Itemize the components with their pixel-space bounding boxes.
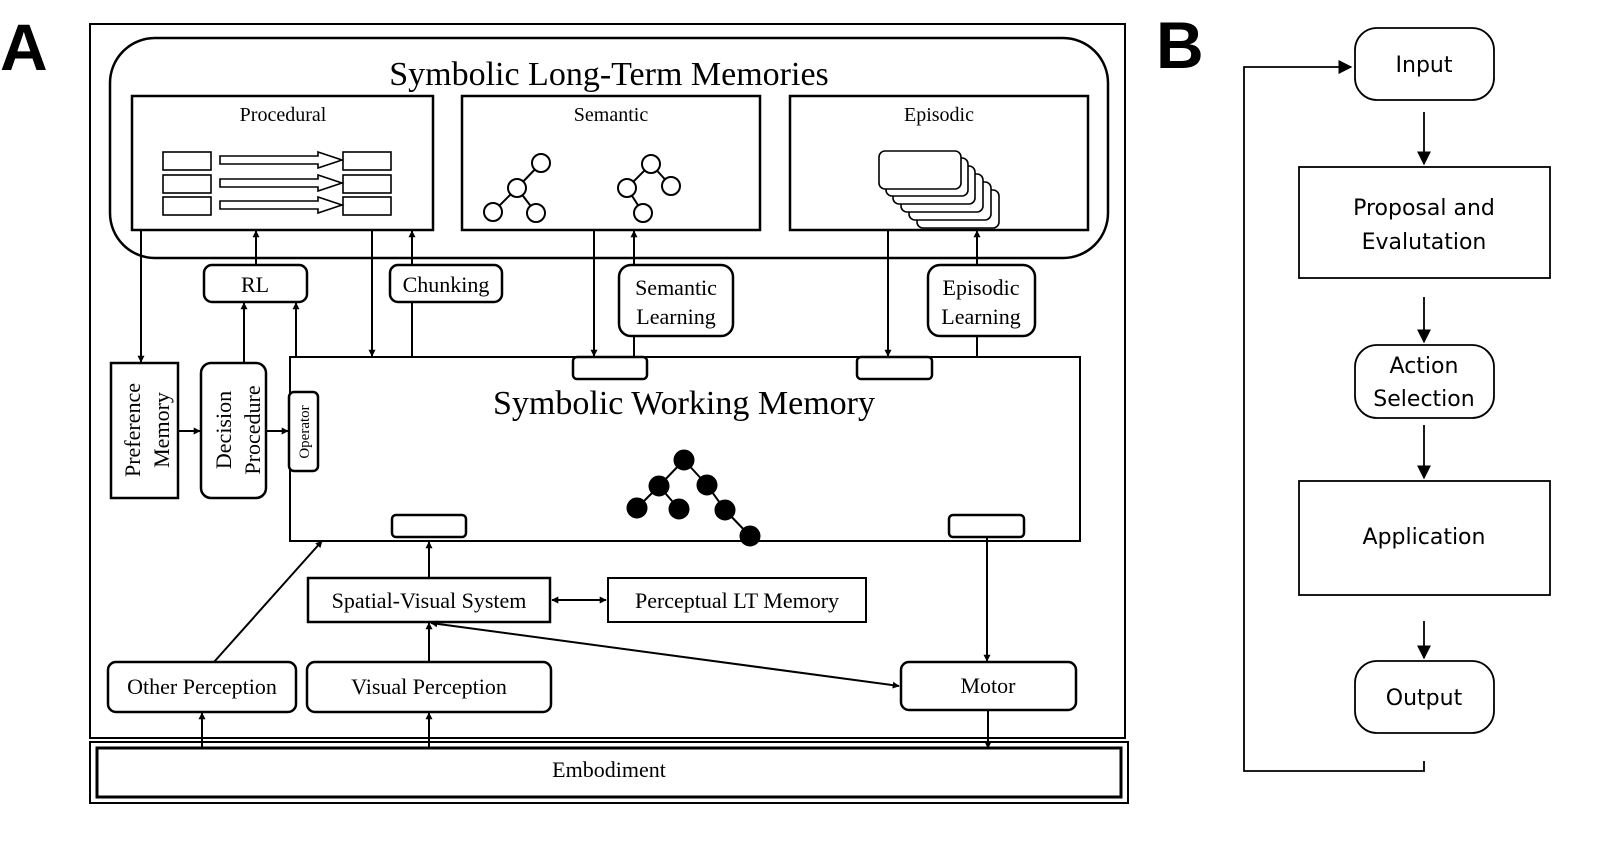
panel-a-letter: A (0, 10, 48, 84)
preference-memory-line1: Preference (120, 383, 145, 477)
episodic-label: Episodic (904, 104, 974, 126)
action-selection-box (1354, 344, 1495, 419)
spatial-visual-box (306, 576, 552, 624)
production-rules-icon (162, 150, 392, 216)
operator-box (287, 390, 320, 473)
visual-perception-label: Visual Perception (351, 674, 507, 699)
semantic-buffer (571, 355, 649, 381)
panel-b-letter: B (1156, 8, 1204, 82)
panel-b-arrows (1243, 60, 1431, 772)
perceptual-lt-label: Perceptual LT Memory (635, 588, 839, 613)
embodiment-label: Embodiment (552, 757, 666, 782)
proposal-line1: Proposal and (1353, 196, 1495, 221)
panel-a-frame (89, 23, 1126, 739)
episodic-buffer (855, 355, 934, 381)
panel-a: A Symbolic Long-Term Memories Procedural (0, 10, 1129, 804)
arrow-other-perception-to-wm (213, 540, 323, 663)
output-box (1354, 660, 1495, 734)
semantic-learning-line1: Semantic (635, 275, 717, 300)
proposal-line2: Evalutation (1362, 230, 1487, 255)
episodic-learning-box (926, 263, 1037, 338)
chunking-label: Chunking (403, 272, 490, 297)
embodiment-inner (95, 746, 1123, 799)
working-memory: Symbolic Working Memory Operator (287, 355, 1081, 547)
motor-label: Motor (961, 673, 1017, 698)
preference-memory-box (109, 361, 180, 500)
ltm-title: Symbolic Long-Term Memories (389, 56, 829, 93)
application-box (1298, 480, 1551, 596)
chunking-box (388, 263, 504, 304)
perceptual-buffer (390, 513, 468, 539)
episodic-learning-line2: Learning (941, 304, 1020, 329)
application-label: Application (1363, 525, 1486, 550)
semantic-label: Semantic (574, 104, 649, 126)
long-term-memories: Symbolic Long-Term Memories Procedural (108, 36, 1110, 260)
output-label: Output (1386, 686, 1463, 711)
decision-procedure-line2: Procedure (240, 385, 265, 474)
episodes-stack-icon (878, 150, 1000, 229)
input-box (1354, 27, 1495, 101)
decision-procedure-line1: Decision (211, 391, 236, 469)
panel-b: B Input Proposal and Evalutation Action … (1156, 8, 1551, 772)
procedural-label: Procedural (240, 104, 327, 126)
arrow-output-loop-to-input (1243, 60, 1425, 772)
arrow-spatial-motor (430, 620, 900, 689)
action-selection-line1: Action (1390, 354, 1459, 379)
motor-buffer (947, 513, 1026, 539)
episodic-memory: Episodic (788, 94, 1090, 232)
semantic-box (460, 94, 762, 232)
embodiment: Embodiment (89, 741, 1129, 804)
input-label: Input (1396, 53, 1453, 78)
semantic-graph-icon (483, 153, 681, 223)
procedural-memory: Procedural (130, 94, 435, 232)
other-perception-box (106, 660, 298, 714)
semantic-memory: Semantic (460, 94, 762, 232)
operator-label: Operator (297, 405, 313, 458)
perceptual-lt-box (607, 577, 867, 623)
other-perception-label: Other Perception (127, 674, 277, 699)
preference-memory-line2: Memory (149, 392, 174, 468)
episodic-learning-line1: Episodic (943, 275, 1020, 300)
proposal-box (1298, 166, 1551, 279)
working-memory-title: Symbolic Working Memory (493, 385, 875, 422)
semantic-learning-line2: Learning (636, 304, 715, 329)
action-selection-line2: Selection (1373, 387, 1474, 412)
spatial-visual-label: Spatial-Visual System (332, 588, 527, 613)
rl-label: RL (241, 272, 269, 297)
embodiment-outer (89, 741, 1129, 804)
semantic-learning-box (617, 263, 735, 338)
working-memory-graph-icon (626, 449, 761, 547)
panel-a-arrows (137, 230, 992, 749)
